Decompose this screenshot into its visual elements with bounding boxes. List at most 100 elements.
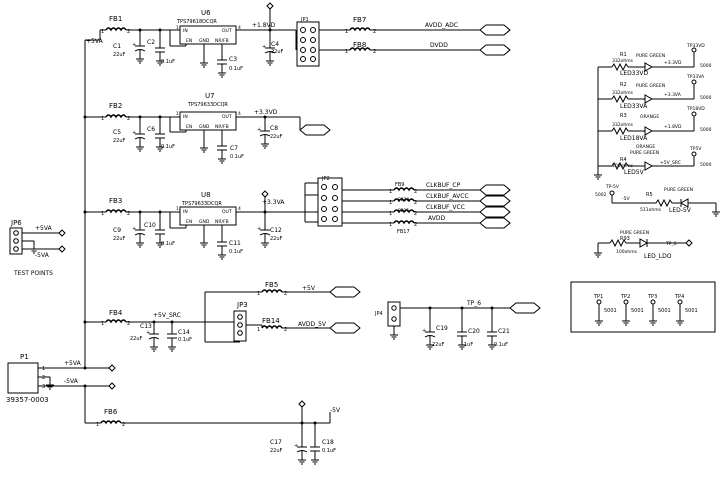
svg-text:TP4: TP4 [674,294,684,300]
svg-text:5000: 5000 [700,63,712,69]
svg-text:JP1: JP1 [300,17,309,23]
ferrite-fb3: FB3 1 2 [85,197,130,217]
svg-text:PURE GREEN: PURE GREEN [664,187,693,193]
svg-text:0.1uF: 0.1uF [494,342,508,348]
svg-text:LED33VA: LED33VA [620,103,648,110]
svg-text:0.1uF: 0.1uF [229,66,243,72]
svg-text:5001: 5001 [658,308,671,314]
svg-text:IN: IN [183,114,188,120]
svg-text:TPS79618DCQR: TPS79618DCQR [176,19,217,25]
svg-text:LED-5V: LED-5V [669,207,692,214]
cap-c8: C8 22uF [256,117,283,149]
svg-text:0.1uF: 0.1uF [230,154,244,160]
svg-text:2: 2 [284,291,287,297]
svg-text:EN: EN [186,38,192,44]
svg-text:1: 1 [42,366,45,372]
jumper-jp2: JP2 [317,176,343,227]
svg-text:1: 1 [96,422,99,428]
regulator-u8: U8 TPS79633DCQR IN OUT EN GND NR/FB 1 4 [176,191,241,226]
svg-text:C4: C4 [271,41,279,48]
svg-text:2: 2 [414,200,417,206]
svg-text:C21: C21 [498,328,510,335]
cap-c7: C70.1uF [216,130,244,164]
svg-text:+1.8VD: +1.8VD [664,124,682,130]
svg-text:22uF: 22uF [270,134,283,140]
svg-text:0.1uF: 0.1uF [161,144,175,150]
svg-text:332ohms: 332ohms [612,58,634,64]
svg-text:TP33VA: TP33VA [686,74,705,80]
svg-text:IN: IN [183,28,188,34]
svg-text:OUT: OUT [222,209,232,215]
svg-text:-5VA: -5VA [35,252,50,259]
svg-text:FB1: FB1 [109,15,122,23]
svg-text:FB5: FB5 [265,281,278,289]
svg-text:22uF: 22uF [271,49,284,55]
svg-text:R5: R5 [646,192,653,198]
jumper-jp4: JP4 [374,301,401,327]
svg-text:C3: C3 [229,56,237,63]
svg-text:U8: U8 [201,191,211,199]
jumper-jp3: JP3 [233,301,248,342]
svg-text:FB14: FB14 [262,317,280,325]
svg-text:2: 2 [284,327,287,333]
svg-text:FB2: FB2 [109,102,122,110]
svg-text:C8: C8 [270,125,278,132]
led-33vd-circuit: R1 332ohms PURE GREEN LED33VD +3.3VD TP3… [598,43,712,77]
svg-text:C11: C11 [229,240,241,247]
svg-text:1: 1 [257,327,260,333]
svg-text:2: 2 [127,29,130,35]
cap-c3: C3 0.1uF [216,44,243,78]
svg-text:TPS79633DCQR: TPS79633DCQR [181,201,222,207]
cap-c11: C11 0.1uF [216,225,243,260]
cap-c17: C17 22uF [270,423,308,465]
svg-text:100ohms: 100ohms [616,249,638,255]
svg-text:JP6: JP6 [10,219,22,227]
svg-text:1: 1 [345,29,348,35]
p1-m5va-label: -5VA [64,378,79,385]
svg-text:0.1uF: 0.1uF [229,249,243,255]
svg-text:5002: 5002 [595,192,607,198]
svg-text:TPS79633DCQR: TPS79633DCQR [187,102,228,108]
cap-c6: C60.1uF [147,117,175,152]
svg-text:22uF: 22uF [130,336,143,342]
ferrite-fb17: FB17 1 2 [389,220,417,235]
svg-text:2: 2 [42,375,45,381]
net-m5v: -5V [330,407,341,414]
regulator-u7: U7 TPS79633DCQR IN OUT EN GND NR/FB 1 4 [176,92,241,131]
svg-text:C19: C19 [436,325,448,332]
svg-text:LED5V: LED5V [624,169,645,176]
svg-text:+3.3VA: +3.3VA [664,92,682,98]
svg-text:R2: R2 [620,82,627,88]
svg-text:1: 1 [389,222,392,228]
svg-text:OUT: OUT [222,28,232,34]
ferrite-fb1: FB1 1 2 [99,15,130,40]
svg-text:FB17: FB17 [397,229,410,235]
svg-text:2: 2 [127,321,130,327]
net-18vd: +1.8VD [252,22,276,29]
svg-text:1: 1 [101,29,104,35]
svg-text:C17: C17 [270,439,282,446]
svg-text:1: 1 [101,321,104,327]
svg-text:1: 1 [176,206,179,212]
svg-text:0.1uF: 0.1uF [161,59,175,65]
svg-text:EN: EN [186,124,192,130]
svg-text:332ohms: 332ohms [612,90,634,96]
jumper-jp6: JP6 +5VA -5VA [9,219,66,259]
svg-text:2: 2 [122,422,125,428]
svg-text:22uF: 22uF [270,448,283,454]
svg-text:2: 2 [414,222,417,228]
test-points-label: TEST POINTS [13,270,53,277]
svg-text:1: 1 [176,111,179,117]
svg-text:JP3: JP3 [236,301,248,309]
svg-text:LED_LDO: LED_LDO [644,253,672,260]
ferrite-fb6: FB6 1 2 [85,408,125,428]
cap-c2: C20.1uF [147,30,175,66]
svg-text:1uF: 1uF [464,342,473,348]
regulator-u6: U6 TPS79618DCQR IN OUT EN GND NR/FB 1 4 [176,9,241,45]
